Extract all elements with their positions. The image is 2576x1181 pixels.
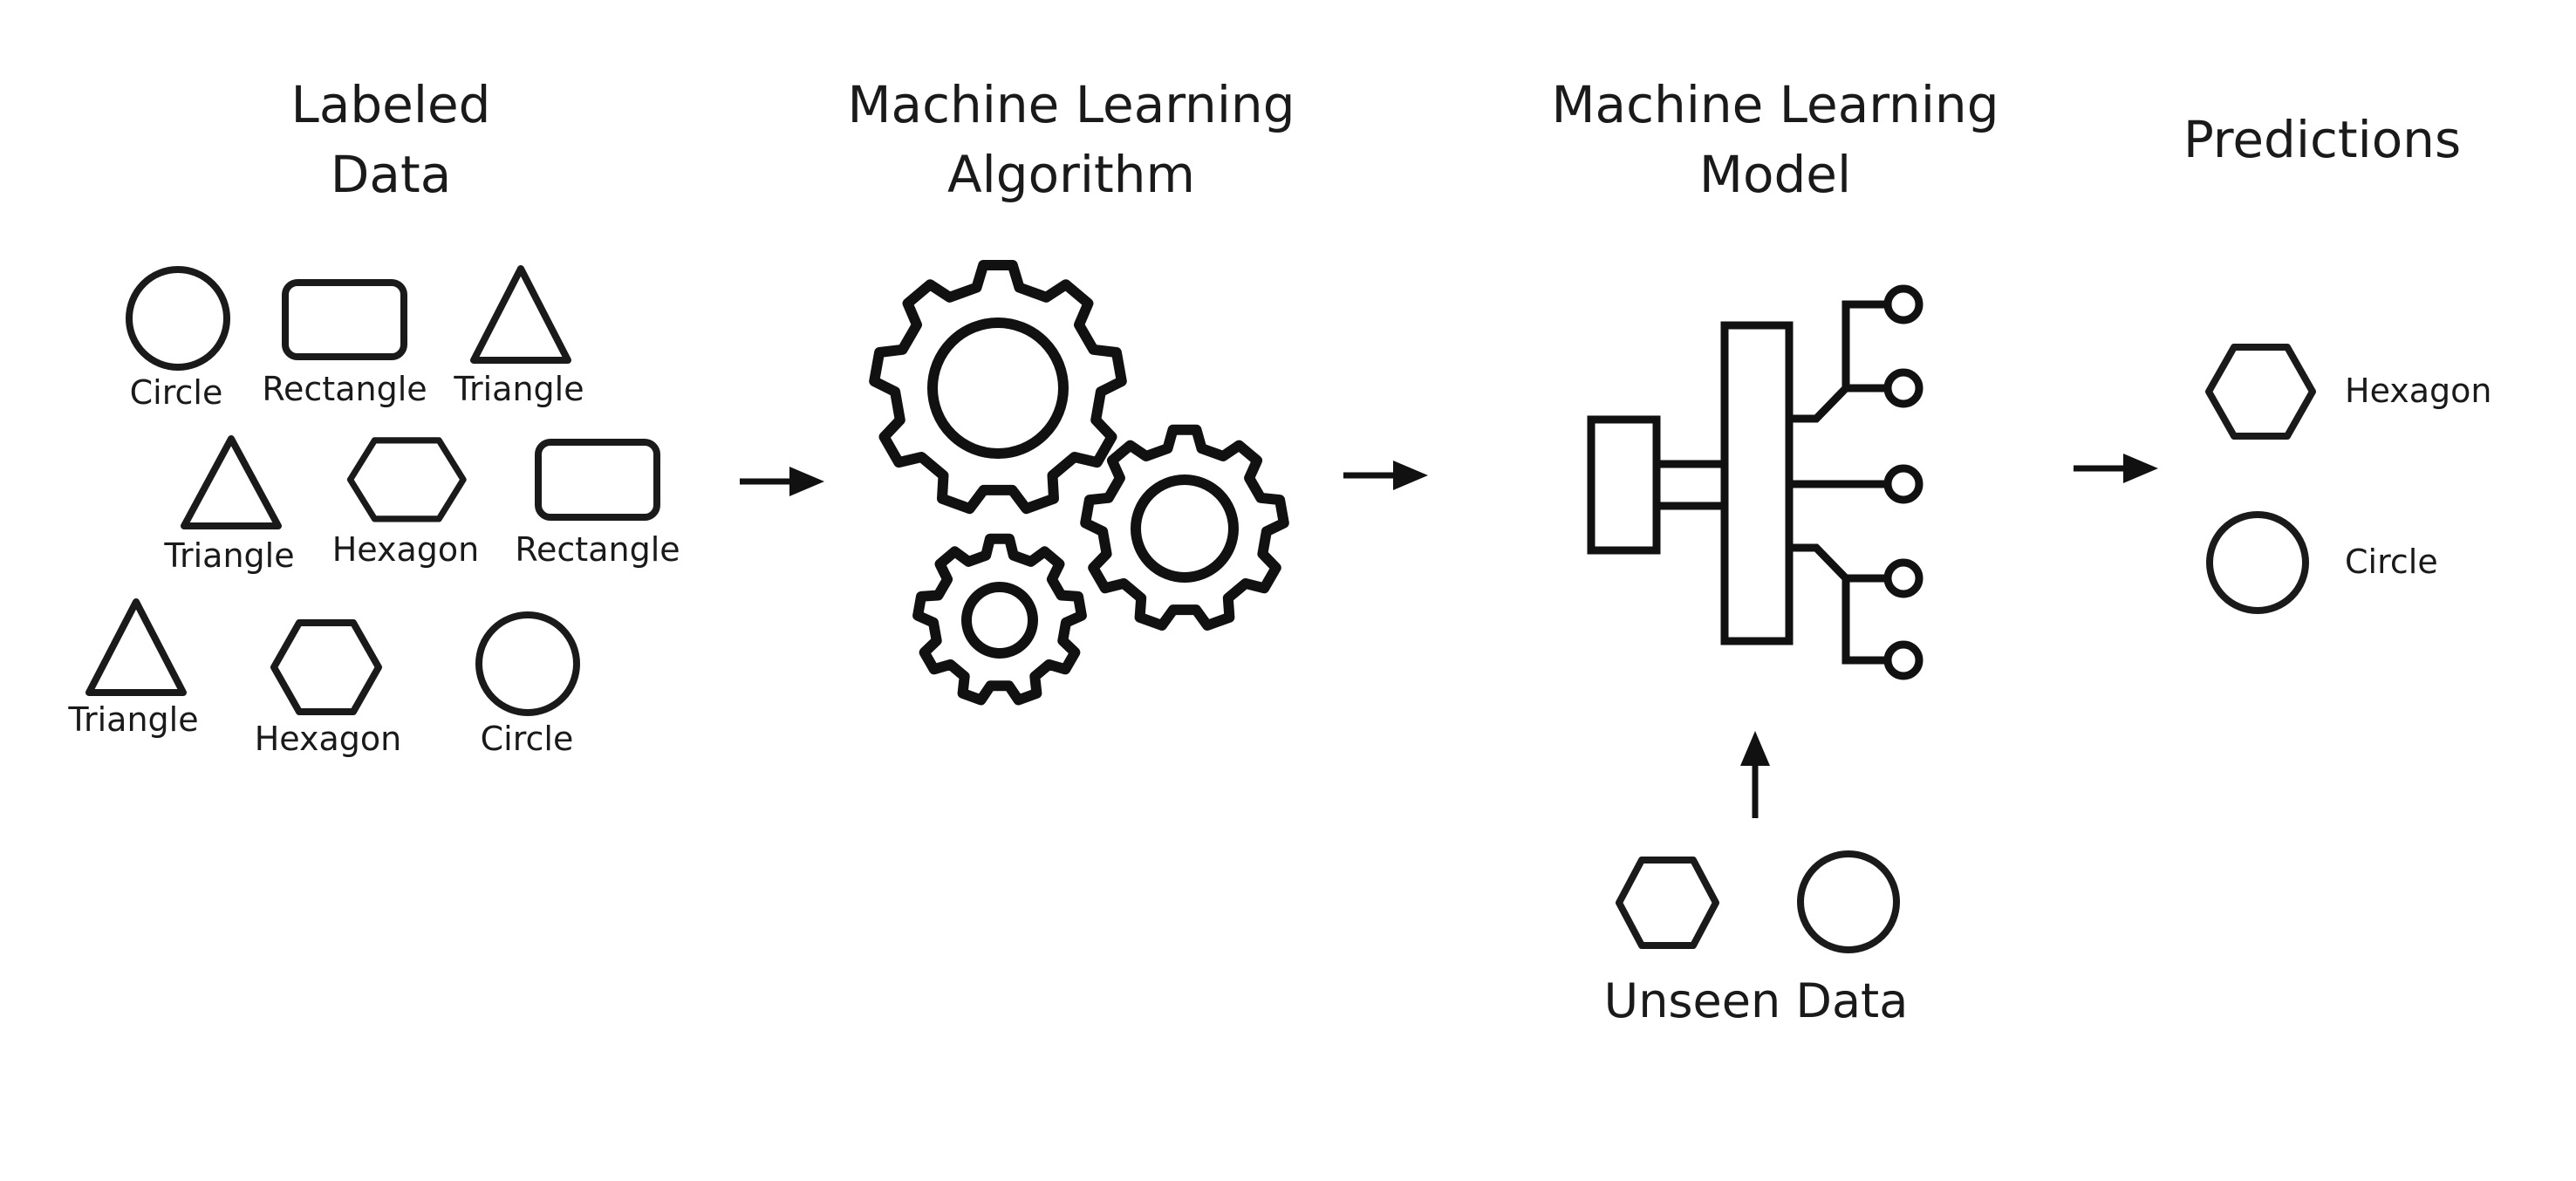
circle-icon: [1797, 850, 1900, 953]
algorithm-title-line1: Machine Learning: [847, 75, 1295, 134]
model-title-line1: Machine Learning: [1551, 75, 1999, 134]
triangle-icon: [85, 598, 187, 696]
model-title-line2: Model: [1699, 145, 1851, 204]
unseen-data-label: Unseen Data: [1604, 973, 1909, 1028]
small-gear-hub: [961, 582, 1038, 659]
algorithm-title-line2: Algorithm: [947, 145, 1195, 204]
labeled-shape-triangle-3: Triangle: [67, 598, 199, 739]
shape-label: Triangle: [163, 536, 294, 575]
output-node: [1883, 284, 1923, 324]
labeled-shape-circle-1: Circle: [126, 266, 230, 412]
shape-label: Hexagon: [255, 720, 402, 758]
right-arrow-icon: [2074, 454, 2158, 483]
labeled-shape-triangle-2: Triangle: [163, 435, 295, 575]
labeled-shape-hexagon-2: Hexagon: [255, 619, 402, 758]
unseen-data-group: Unseen Data: [1604, 850, 1909, 1028]
circle-icon: [126, 266, 230, 371]
rectangle-icon: [282, 279, 407, 360]
circle-icon: [475, 611, 580, 716]
network-model-icon: [1587, 284, 1923, 680]
prediction-circle: Circle: [2206, 511, 2438, 614]
prediction-label: Circle: [2345, 543, 2438, 581]
right-arrow-icon: [740, 467, 824, 496]
prediction-label: Hexagon: [2345, 372, 2492, 410]
shape-label: Rectangle: [515, 530, 680, 569]
hexagon-icon: [1616, 857, 1719, 949]
labeled-data-title-line1: Labeled: [291, 75, 491, 134]
shape-label: Rectangle: [262, 370, 427, 408]
model-core-block: [1720, 321, 1794, 645]
shape-label: Triangle: [453, 370, 584, 408]
rectangle-icon: [535, 439, 660, 521]
hexagon-icon: [270, 619, 382, 715]
gears-icon: [869, 260, 1289, 706]
labeled-shape-circle-2: Circle: [475, 611, 580, 758]
large-gear-icon: [869, 260, 1127, 515]
output-node: [1883, 464, 1923, 504]
model-input-block: [1587, 415, 1661, 555]
triangle-icon: [181, 435, 282, 529]
hexagon-icon: [2205, 344, 2316, 440]
shape-label: Circle: [481, 720, 574, 758]
output-node: [1883, 368, 1923, 408]
medium-gear-hub: [1131, 474, 1239, 583]
labeled-shape-hexagon-1: Hexagon: [332, 437, 480, 569]
shape-label: Hexagon: [332, 530, 480, 569]
shape-label: Circle: [130, 373, 223, 412]
right-arrow-icon: [1343, 461, 1428, 490]
medium-gear-icon: [1080, 424, 1289, 631]
up-arrow-icon: [1740, 731, 1770, 818]
small-gear-icon: [912, 533, 1087, 706]
labeled-shape-rectangle-1: Rectangle: [262, 279, 427, 408]
labeled-shape-rectangle-2: Rectangle: [515, 439, 680, 569]
shape-label: Triangle: [67, 700, 198, 739]
triangle-icon: [470, 265, 571, 364]
large-gear-hub: [927, 317, 1069, 459]
hexagon-icon: [346, 437, 467, 522]
prediction-hexagon: Hexagon: [2205, 344, 2492, 440]
labeled-shape-triangle-1: Triangle: [453, 265, 584, 408]
predictions-title: Predictions: [2183, 110, 2461, 169]
circle-icon: [2206, 511, 2309, 614]
output-node: [1883, 640, 1923, 680]
output-node: [1883, 558, 1923, 598]
labeled-data-title-line2: Data: [331, 145, 452, 204]
